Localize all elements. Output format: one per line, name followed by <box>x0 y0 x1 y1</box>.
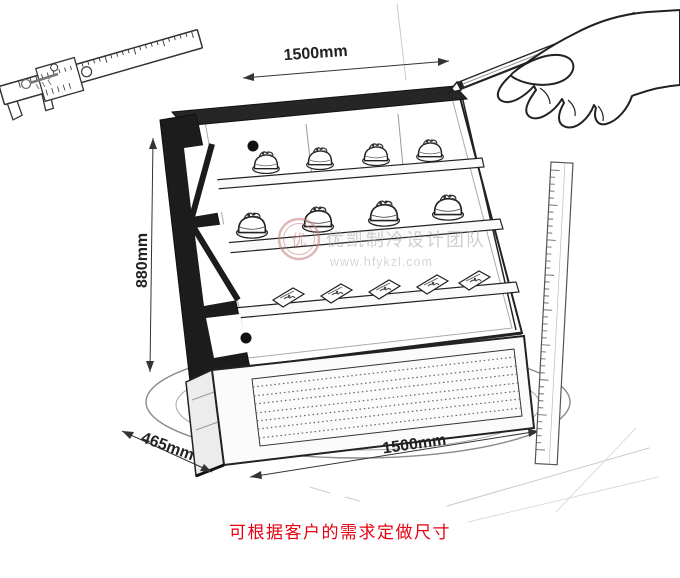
top-width-label: 1500mm <box>283 43 348 64</box>
watermark-logo-char: 优 <box>291 232 306 249</box>
dimension-top-width: 1500mm <box>242 43 450 81</box>
height-label: 880mm <box>134 233 151 288</box>
hand-with-pencil-sketch <box>496 9 680 129</box>
depth-label: 465mm <box>139 429 197 464</box>
vent-mesh <box>251 348 523 447</box>
customization-note: 可根据客户的需求定做尺寸 <box>229 523 451 542</box>
shelves <box>213 157 520 319</box>
watermark: 优 优凯制冷设计团队 www.hfykzl.com <box>277 217 486 269</box>
ruler-sketch <box>534 161 574 466</box>
watermark-logo <box>277 217 321 261</box>
vernier-caliper-sketch <box>0 29 204 121</box>
hinge-knob <box>240 332 252 344</box>
left-side-frame <box>159 113 259 383</box>
watermark-url-text: www.hfykzl.com <box>329 255 433 269</box>
screw-sketch <box>20 72 59 90</box>
hinge-knob <box>247 140 259 152</box>
display-cabinet <box>159 85 536 478</box>
watermark-team-text: 优凯制冷设计团队 <box>326 230 486 250</box>
construction-guide-lines <box>309 3 659 523</box>
dimension-height: 880mm <box>134 137 157 373</box>
cabinet-base <box>185 334 536 478</box>
